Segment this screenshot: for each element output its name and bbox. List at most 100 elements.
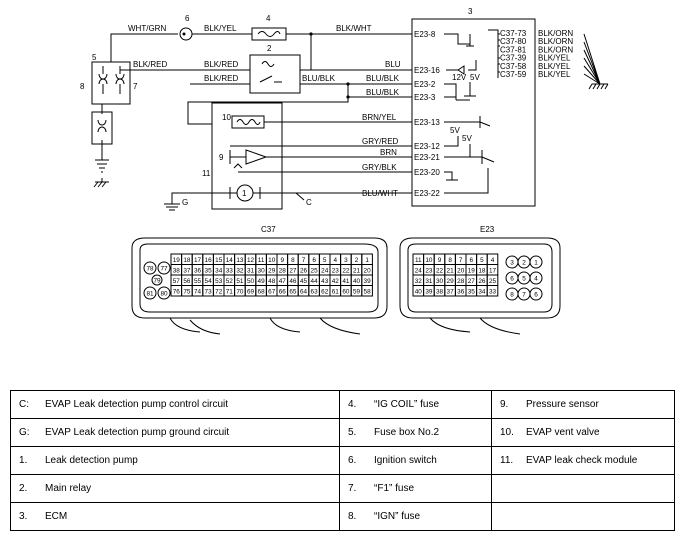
pin-number: 7 bbox=[459, 257, 463, 264]
pin-number: 52 bbox=[226, 278, 234, 285]
ignition-switch-contact bbox=[182, 32, 186, 36]
label-1: 1 bbox=[242, 189, 247, 198]
pin-number: 40 bbox=[353, 278, 361, 285]
pin-number: 66 bbox=[279, 289, 287, 296]
round-pin-number: 77 bbox=[160, 266, 168, 273]
round-pin-number: 3 bbox=[510, 260, 514, 267]
round-pin-number: 6 bbox=[534, 292, 538, 299]
ecm-box bbox=[411, 18, 536, 207]
pin-number: 29 bbox=[268, 268, 276, 275]
terminal-e23-22: E23-22 bbox=[414, 189, 440, 198]
pin-number: 39 bbox=[425, 289, 433, 296]
pin-number: 7 bbox=[302, 257, 306, 264]
legend-cell: 3.ECM bbox=[10, 502, 340, 531]
legend-cell: 7.“F1” fuse bbox=[339, 474, 492, 503]
pin-number: 42 bbox=[332, 278, 340, 285]
ecm-output-wire-label: BLK/YEL bbox=[538, 70, 571, 79]
label-8: 8 bbox=[80, 82, 85, 91]
pin-number: 26 bbox=[478, 278, 486, 285]
wire-label-wht-grn: WHT/GRN bbox=[128, 24, 166, 33]
evap-vent-valve bbox=[231, 115, 265, 129]
legend-text: Ignition switch bbox=[374, 455, 437, 466]
fuse-ign-icon bbox=[98, 66, 108, 94]
terminal-e23-3: E23-3 bbox=[414, 93, 436, 102]
ecm-sensor-input-icon bbox=[444, 136, 495, 164]
legend-text: Leak detection pump bbox=[45, 455, 138, 466]
wire-label-brn-yel: BRN/YEL bbox=[362, 113, 397, 122]
legend-cell: 10.EVAP vent valve bbox=[491, 418, 675, 447]
pin-number: 32 bbox=[236, 268, 244, 275]
pin-number: 3 bbox=[344, 257, 348, 264]
connector-c37-shell bbox=[131, 237, 388, 319]
round-pin bbox=[157, 286, 171, 300]
round-pin-number: 80 bbox=[160, 291, 168, 298]
pin-number: 30 bbox=[258, 268, 266, 275]
pin-number: 29 bbox=[447, 278, 455, 285]
ground-icon-pump bbox=[164, 203, 180, 211]
pin-number: 18 bbox=[183, 257, 191, 264]
pin-number: 18 bbox=[478, 268, 486, 275]
legend-cell: 4.“IG COIL” fuse bbox=[339, 390, 492, 419]
legend-cell bbox=[491, 474, 675, 503]
round-pin-number: 78 bbox=[146, 266, 154, 273]
pin-number: 62 bbox=[321, 289, 329, 296]
ecm-output-pin-label: C37-81 bbox=[500, 45, 527, 54]
pin-number: 39 bbox=[364, 278, 372, 285]
pin-number: 21 bbox=[447, 268, 455, 275]
terminal-e23-20: E23-20 bbox=[414, 168, 440, 177]
legend-cell bbox=[491, 502, 675, 531]
wire-label-gry-red: GRY/RED bbox=[362, 137, 399, 146]
pin-number: 45 bbox=[300, 278, 308, 285]
pin-number: 73 bbox=[205, 289, 213, 296]
pin-number: 69 bbox=[247, 289, 255, 296]
relay-coil-icon bbox=[261, 61, 275, 67]
legend-text: Pressure sensor bbox=[526, 399, 599, 410]
legend-key: 8. bbox=[348, 511, 357, 522]
pin-number: 4 bbox=[334, 257, 338, 264]
pin-number: 27 bbox=[468, 278, 476, 285]
pin-number: 17 bbox=[194, 257, 202, 264]
round-pin-number: 8 bbox=[510, 292, 514, 299]
pin-number: 46 bbox=[289, 278, 297, 285]
ecm-diode-icon bbox=[446, 60, 477, 75]
pin-number: 20 bbox=[364, 268, 372, 275]
wire-wht-grn bbox=[110, 33, 178, 62]
wire-g bbox=[171, 192, 234, 204]
label-9: 9 bbox=[219, 153, 224, 162]
pin-number: 68 bbox=[258, 289, 266, 296]
pin-number: 33 bbox=[489, 289, 497, 296]
evap-leak-check-module bbox=[211, 102, 283, 210]
pin-number: 27 bbox=[289, 268, 297, 275]
legend-cell: 8.“IGN” fuse bbox=[339, 502, 492, 531]
wire-label-blk-red-b: BLK/RED bbox=[204, 60, 238, 69]
wire-label-blu: BLU bbox=[385, 60, 401, 69]
pin-number: 58 bbox=[364, 289, 372, 296]
pin-number: 40 bbox=[415, 289, 423, 296]
pin-number: 4 bbox=[491, 257, 495, 264]
terminal-e23-13: E23-13 bbox=[414, 118, 440, 127]
wire-label-blu-blk-b: BLU/BLK bbox=[366, 74, 400, 83]
main-fuse-icon bbox=[97, 104, 107, 160]
round-pin-number: 6 bbox=[510, 276, 514, 283]
pin-number: 14 bbox=[226, 257, 234, 264]
pin-number: 23 bbox=[425, 268, 433, 275]
pin-cell bbox=[361, 285, 373, 297]
wire-label-blk-red-c: BLK/RED bbox=[204, 74, 238, 83]
pin-number: 22 bbox=[436, 268, 444, 275]
legend-text: EVAP Leak detection pump control circuit bbox=[45, 399, 229, 410]
pin-number: 74 bbox=[194, 289, 202, 296]
pin-number: 22 bbox=[342, 268, 350, 275]
ecm-output-pin-label: C37-80 bbox=[500, 37, 527, 46]
pin-number: 43 bbox=[321, 278, 329, 285]
ecm-output-pin-label: C37-73 bbox=[500, 29, 527, 38]
legend-row: G:EVAP Leak detection pump ground circui… bbox=[10, 418, 675, 447]
pin-number: 72 bbox=[215, 289, 223, 296]
round-pin-number: 7 bbox=[522, 292, 526, 299]
pin-number: 5 bbox=[480, 257, 484, 264]
voltage-5v-a: 5V bbox=[470, 73, 480, 82]
pin-number: 23 bbox=[332, 268, 340, 275]
round-pin bbox=[157, 261, 171, 275]
voltage-5v-c: 5V bbox=[462, 134, 472, 143]
